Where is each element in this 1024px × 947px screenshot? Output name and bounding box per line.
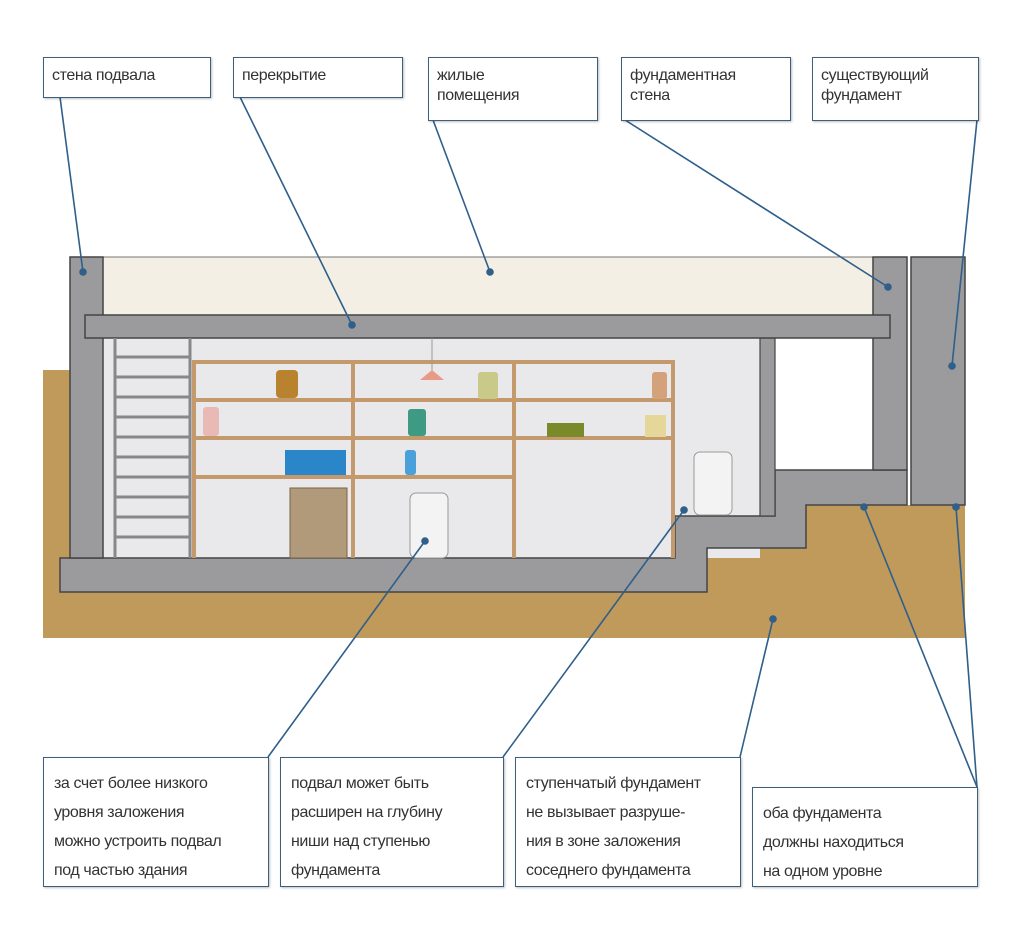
- open-area: [775, 338, 873, 470]
- basket-icon: [289, 487, 348, 559]
- inner-wall: [759, 337, 776, 517]
- jar-icon: [276, 370, 298, 398]
- label-text: подвал может быть: [291, 775, 429, 792]
- label-text: фундамента: [291, 862, 380, 879]
- label-text: перекрытие: [242, 67, 326, 84]
- canister-icon: [409, 492, 449, 559]
- label-text: фундамент: [821, 87, 902, 104]
- jar-icon: [645, 415, 666, 437]
- label-text: ступенчатый фундамент: [526, 775, 701, 792]
- canister-icon: [693, 451, 733, 516]
- label-text: жилые: [437, 67, 485, 84]
- basement-wall: [69, 256, 104, 559]
- label-text: под частью здания: [54, 862, 188, 879]
- bottles-icon: [203, 407, 219, 436]
- existing-foundation: [910, 256, 966, 506]
- label-text: ниши над ступенью: [291, 833, 430, 850]
- label-text: должны находиться: [763, 834, 904, 851]
- bottles-icon: [478, 372, 498, 399]
- label-basement-wall: стена подвала: [43, 57, 211, 98]
- label-text: уровня заложения: [54, 804, 185, 821]
- label-foundation-wall: фундаментная стена: [621, 57, 791, 121]
- label-text: не вызывает разруше-: [526, 804, 686, 821]
- label-living-rooms: жилые помещения: [428, 57, 598, 121]
- green-bottle-icon: [408, 409, 426, 436]
- label-text: расширен на глубину: [291, 804, 443, 821]
- blue-bottle-icon: [405, 450, 416, 475]
- label-text: оба фундамента: [763, 805, 882, 822]
- label-text: ния в зоне заложения: [526, 833, 681, 850]
- bottles-icon: [652, 372, 667, 399]
- label-text: можно устроить подвал: [54, 833, 222, 850]
- label-text: стена: [630, 87, 670, 104]
- label-same-level: оба фундамента должны находиться на одно…: [752, 787, 978, 887]
- label-text: соседнего фундамента: [526, 862, 691, 879]
- label-text: на одном уровне: [763, 863, 883, 880]
- lamp-icon: [420, 370, 444, 380]
- ladder: [113, 338, 192, 558]
- label-text: помещения: [437, 87, 520, 104]
- foundation-wall: [872, 256, 908, 471]
- label-niche: подвал может быть расширен на глубину ни…: [280, 757, 504, 887]
- label-text: фундаментная: [630, 67, 736, 84]
- blue-box-icon: [285, 450, 346, 475]
- green-tin-icon: [547, 423, 584, 437]
- label-text: существующий: [821, 67, 929, 84]
- leader-lines: [59, 96, 978, 788]
- label-floor-slab: перекрытие: [233, 57, 403, 98]
- label-lower-level: за счет более низкого уровня заложения м…: [43, 757, 269, 887]
- label-existing-foundation: существующий фундамент: [812, 57, 979, 121]
- label-text: стена подвала: [52, 67, 156, 84]
- label-stepped-foundation: ступенчатый фундамент не вызывает разруш…: [515, 757, 741, 887]
- ceiling-slab: [84, 314, 891, 339]
- label-text: за счет более низкого: [54, 775, 208, 792]
